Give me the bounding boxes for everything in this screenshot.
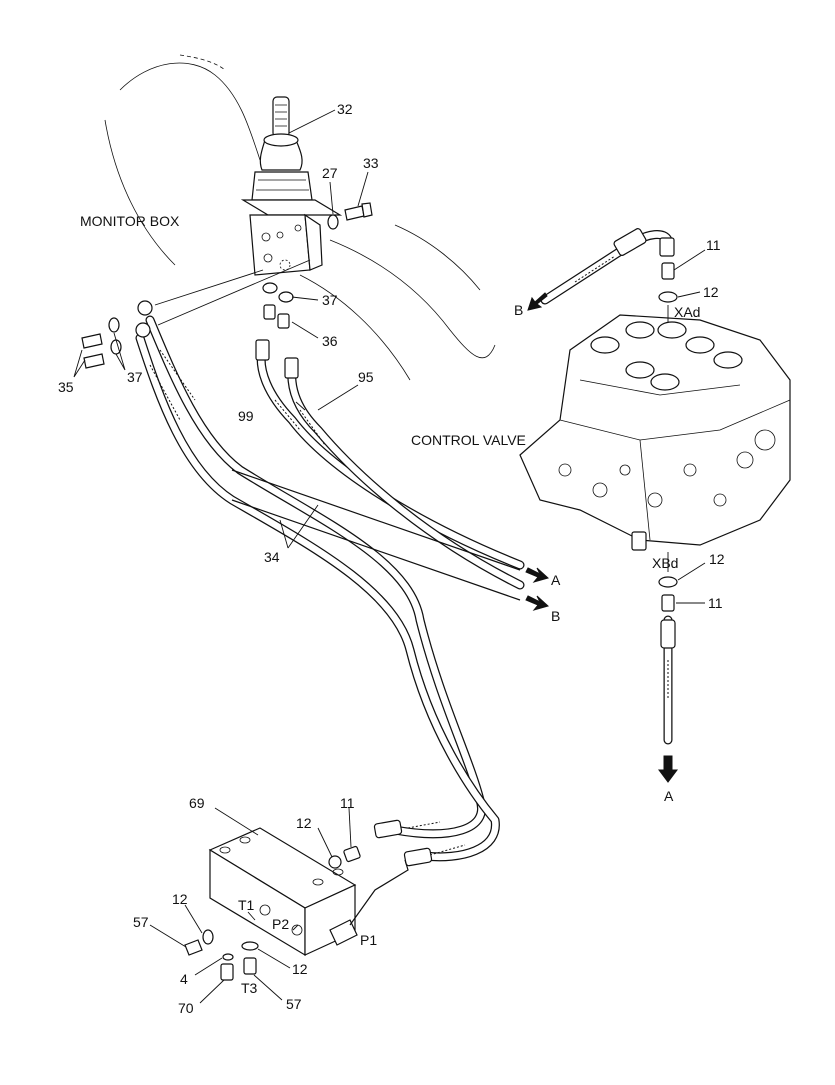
- callout-12d: 12: [172, 891, 188, 907]
- washer-27: [327, 214, 339, 230]
- port-p1: P1: [360, 932, 377, 948]
- callout-57a: 57: [133, 914, 149, 930]
- callout-37a: 37: [322, 292, 338, 308]
- bolts-35-washers-37: [81, 317, 122, 369]
- callout-12e: 12: [292, 961, 308, 977]
- callout-32: 32: [337, 101, 353, 117]
- arrow-b-right: [525, 595, 550, 611]
- callout-27: 27: [322, 165, 338, 181]
- bolt-33: [344, 202, 373, 221]
- callout-36: 36: [322, 333, 338, 349]
- label-monitor-box: MONITOR BOX: [80, 213, 180, 229]
- hose-95-99: [255, 339, 525, 590]
- flow-b-top: B: [514, 302, 523, 318]
- block-69: [208, 827, 409, 957]
- flow-b-right: B: [551, 608, 560, 624]
- port-t1: T1: [238, 897, 255, 913]
- leaders-bottom: [149, 807, 352, 1004]
- label-control-valve: CONTROL VALVE: [411, 432, 526, 448]
- callout-4: 4: [180, 971, 188, 987]
- callout-95: 95: [358, 369, 374, 385]
- callout-70: 70: [178, 1000, 194, 1016]
- callout-69: 69: [189, 795, 205, 811]
- flow-a-bottom: A: [664, 788, 674, 804]
- port-xbd: XBd: [652, 555, 678, 571]
- xbd-hose: [658, 552, 706, 745]
- pilot-valve-assembly: [240, 96, 343, 276]
- callout-12c: 12: [296, 815, 312, 831]
- flow-a-right: A: [551, 572, 561, 588]
- callout-11a: 11: [706, 237, 721, 253]
- arrow-a-bottom: [658, 755, 678, 783]
- callout-57b: 57: [286, 996, 302, 1012]
- control-valve-body: [519, 314, 791, 551]
- callout-35: 35: [58, 379, 74, 395]
- callout-34: 34: [264, 549, 280, 565]
- callout-12b: 12: [709, 551, 725, 567]
- lines-to-a-b: [231, 469, 521, 601]
- arrow-b-top: [527, 292, 548, 311]
- port-xad: XAd: [674, 304, 700, 320]
- callout-11c: 11: [340, 795, 355, 811]
- hose-34: [135, 300, 500, 867]
- fittings-36-37: [262, 282, 294, 329]
- callout-33: 33: [363, 155, 379, 171]
- leaders-top-left: [73, 109, 369, 549]
- flow-arrows: [525, 292, 678, 783]
- cab-outline: [104, 54, 496, 381]
- bottom-fasteners: [184, 929, 259, 981]
- xad-hose: [540, 228, 706, 322]
- port-t3: T3: [241, 980, 258, 996]
- callout-37b: 37: [127, 369, 143, 385]
- arrow-a-right: [525, 567, 550, 583]
- port-p2: P2: [272, 916, 289, 932]
- callout-12a: 12: [703, 284, 719, 300]
- callout-99: 99: [238, 408, 254, 424]
- callout-11b: 11: [708, 595, 723, 611]
